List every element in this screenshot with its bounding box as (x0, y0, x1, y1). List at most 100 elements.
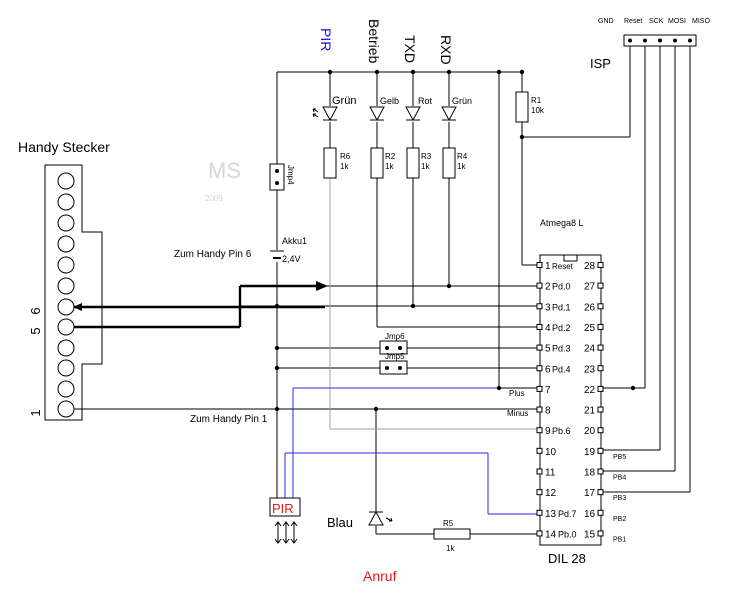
connector-body (44, 164, 103, 421)
pin-label-5: 5 (28, 327, 43, 334)
led-pir: Grün (312, 95, 356, 122)
chip-pin-stub (536, 344, 543, 351)
svg-text:R1: R1 (531, 96, 542, 105)
chip-port-label: PB2 (613, 516, 626, 523)
battery-akku1: Akku1 2,4V (270, 236, 307, 264)
chip-pin-number: 22 (584, 385, 596, 396)
svg-text:R4: R4 (457, 152, 468, 161)
junctions (274, 69, 636, 412)
led-betrieb: Gelb (369, 96, 399, 122)
connector-pin (57, 318, 75, 336)
chip-pin-number: 27 (584, 282, 596, 293)
chip-port-label: PB3 (613, 495, 626, 502)
chip-name: Atmega8 L (540, 218, 584, 228)
jumper-jmp4: Jmp4 (269, 163, 295, 191)
svg-text:R6: R6 (340, 152, 351, 161)
chip-pin-number: 3 (545, 302, 551, 313)
resistor-r2: R2 1k (370, 147, 396, 179)
chip-pin-stub (597, 427, 604, 434)
label-plus: Plus (509, 389, 525, 398)
svg-text:1k: 1k (421, 162, 430, 171)
chip-pin-stub (597, 468, 604, 475)
chip-pin-stub (536, 447, 543, 454)
connector-pin (57, 380, 75, 398)
resistor-r3: R3 1k (406, 147, 432, 179)
resistor-r5: R5 1k (433, 519, 471, 553)
chip-pin-number: 18 (584, 468, 596, 479)
chip-port-label: PB1 (613, 536, 626, 543)
resistor-r1: R1 10k (515, 91, 545, 123)
chip-pin-stub (597, 406, 604, 413)
connector-pins (57, 172, 75, 418)
chip-pin-stub (536, 489, 543, 496)
pir-module-label: PIR (272, 501, 294, 516)
led-txd: Rot (405, 96, 433, 122)
wires-black (74, 45, 691, 535)
chip-port-label: PB4 (613, 475, 626, 482)
pir-module: PIR (269, 497, 301, 544)
led-blau: Blau (327, 510, 393, 530)
connector-pin (57, 359, 75, 377)
chip-pin-number: 9 (545, 426, 551, 437)
svg-text:R5: R5 (443, 519, 454, 528)
chip-pin-stub (597, 509, 604, 516)
resistors: R6 1k R2 1k R3 1k R4 1k R1 10k R5 1k (323, 91, 545, 553)
chip-pin-number: 14 (545, 529, 557, 540)
chip-pin-function: Pb.0 (558, 529, 577, 539)
svg-text:Akku1: Akku1 (282, 236, 307, 246)
led-rxd: Grün (441, 96, 472, 122)
led-row: Grün Gelb Rot Grün (312, 95, 472, 122)
svg-text:1k: 1k (457, 162, 466, 171)
chip-pin-stub (536, 365, 543, 372)
chip-pin-number: 1 (545, 261, 551, 272)
watermark-year: 2009 (205, 194, 223, 203)
anruf-label: Anruf (363, 568, 397, 584)
chip-pin-number: 7 (545, 385, 551, 396)
svg-text:Jmp4: Jmp4 (286, 165, 295, 185)
chip-pin-stub (536, 282, 543, 289)
isp-title: ISP (590, 56, 611, 71)
chip-pin-number: 25 (584, 323, 596, 334)
svg-text:1k: 1k (340, 162, 349, 171)
pin-label-6: 6 (28, 307, 43, 314)
connector-pin (57, 235, 75, 253)
svg-text:MISO: MISO (692, 18, 710, 25)
chip-pin-number: 11 (545, 468, 556, 479)
svg-text:Jmp5: Jmp5 (385, 352, 405, 361)
chip-pin-number: 24 (584, 344, 596, 355)
chip-pin-number: 26 (584, 302, 596, 313)
chip-pin-stub (597, 489, 604, 496)
watermark: MS 2009 (205, 158, 241, 203)
chip-pin-stub (536, 323, 543, 330)
chip-package: DIL 28 (548, 551, 586, 566)
chip-pin-number: 21 (584, 406, 596, 417)
chip-pin-stub (597, 262, 604, 268)
chip-pin-function: Pd.4 (552, 364, 571, 374)
chip-pin-number: 10 (545, 447, 557, 458)
connector-pin (57, 400, 75, 418)
chip-pin-stub (597, 303, 604, 310)
svg-text:R2: R2 (385, 152, 396, 161)
wires-thick (73, 281, 328, 329)
led-blau-label: Blau (327, 515, 353, 530)
svg-text:Jmp6: Jmp6 (385, 332, 405, 341)
chip-pin-stub (536, 509, 543, 516)
connector-title: Handy Stecker (18, 139, 110, 155)
chip-pin-stub (536, 385, 543, 392)
chip-pin-stub (597, 447, 604, 454)
svg-text:R3: R3 (421, 152, 432, 161)
isp-header: ISP GND Reset SCK MOSI MISO (590, 18, 710, 71)
svg-text:MOSI: MOSI (668, 18, 686, 25)
svg-text:Reset: Reset (624, 18, 642, 25)
chip-pin-function: Pd.3 (552, 344, 571, 354)
header-rxd: RXD (438, 35, 454, 65)
svg-text:1k: 1k (385, 162, 394, 171)
chip-pin-number: 17 (584, 488, 596, 499)
chip-pin-number: 2 (545, 282, 551, 293)
chip-pin-number: 4 (545, 323, 551, 334)
connector-pin (57, 277, 75, 295)
